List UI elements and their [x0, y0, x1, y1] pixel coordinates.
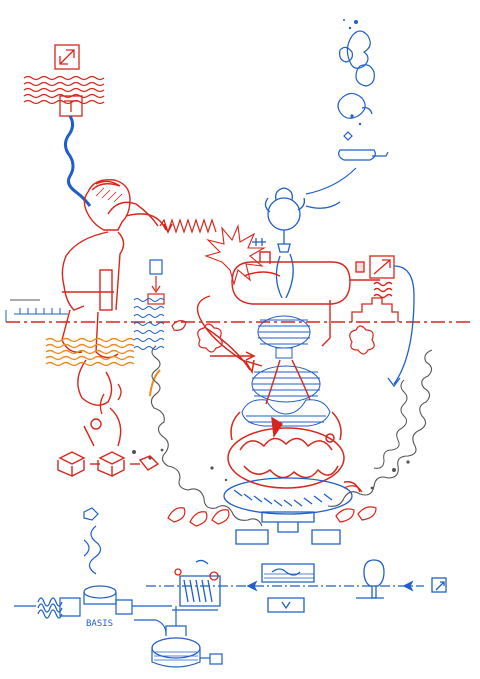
- flow-line-right: [146, 559, 447, 599]
- grey-squiggle-right: [327, 349, 433, 507]
- red-figure: [61, 179, 159, 430]
- red-petals: [167, 485, 377, 527]
- basis-label: BASIS: [86, 619, 113, 629]
- pod-chain: [305, 30, 389, 195]
- top-left-wave-block: [23, 44, 105, 117]
- basis-hatch: [154, 651, 198, 661]
- blue-arrow-right: [387, 265, 415, 388]
- red-starburst: [204, 223, 267, 287]
- grey-squiggle-inner: [373, 379, 408, 469]
- grey-dots: [132, 448, 410, 490]
- orange-wave-band: [45, 337, 161, 397]
- blue-flask: [252, 187, 341, 299]
- grey-squiggle-left: [150, 345, 263, 527]
- horizon-line: [5, 299, 470, 323]
- right-box-stairs: [351, 255, 399, 322]
- red-bellows-core: [227, 411, 361, 493]
- red-accent-lines: [265, 359, 311, 438]
- small-box-left: [147, 259, 165, 305]
- red-arrows: [125, 213, 256, 375]
- striped-dome: [241, 315, 331, 427]
- red-wire-from-left: [99, 383, 122, 415]
- central-motor: [172, 559, 221, 611]
- red-chain: [57, 407, 160, 478]
- blue-cable: [63, 115, 92, 207]
- red-pipe-chamber: [196, 251, 380, 367]
- pod-fill-dots: [343, 19, 362, 126]
- blue-turntable: [223, 477, 353, 613]
- figure-hatching: [95, 187, 123, 203]
- left-blue-hatch: [133, 298, 165, 350]
- basis-machine: [14, 507, 223, 668]
- blue-hatch-detail: [264, 573, 314, 579]
